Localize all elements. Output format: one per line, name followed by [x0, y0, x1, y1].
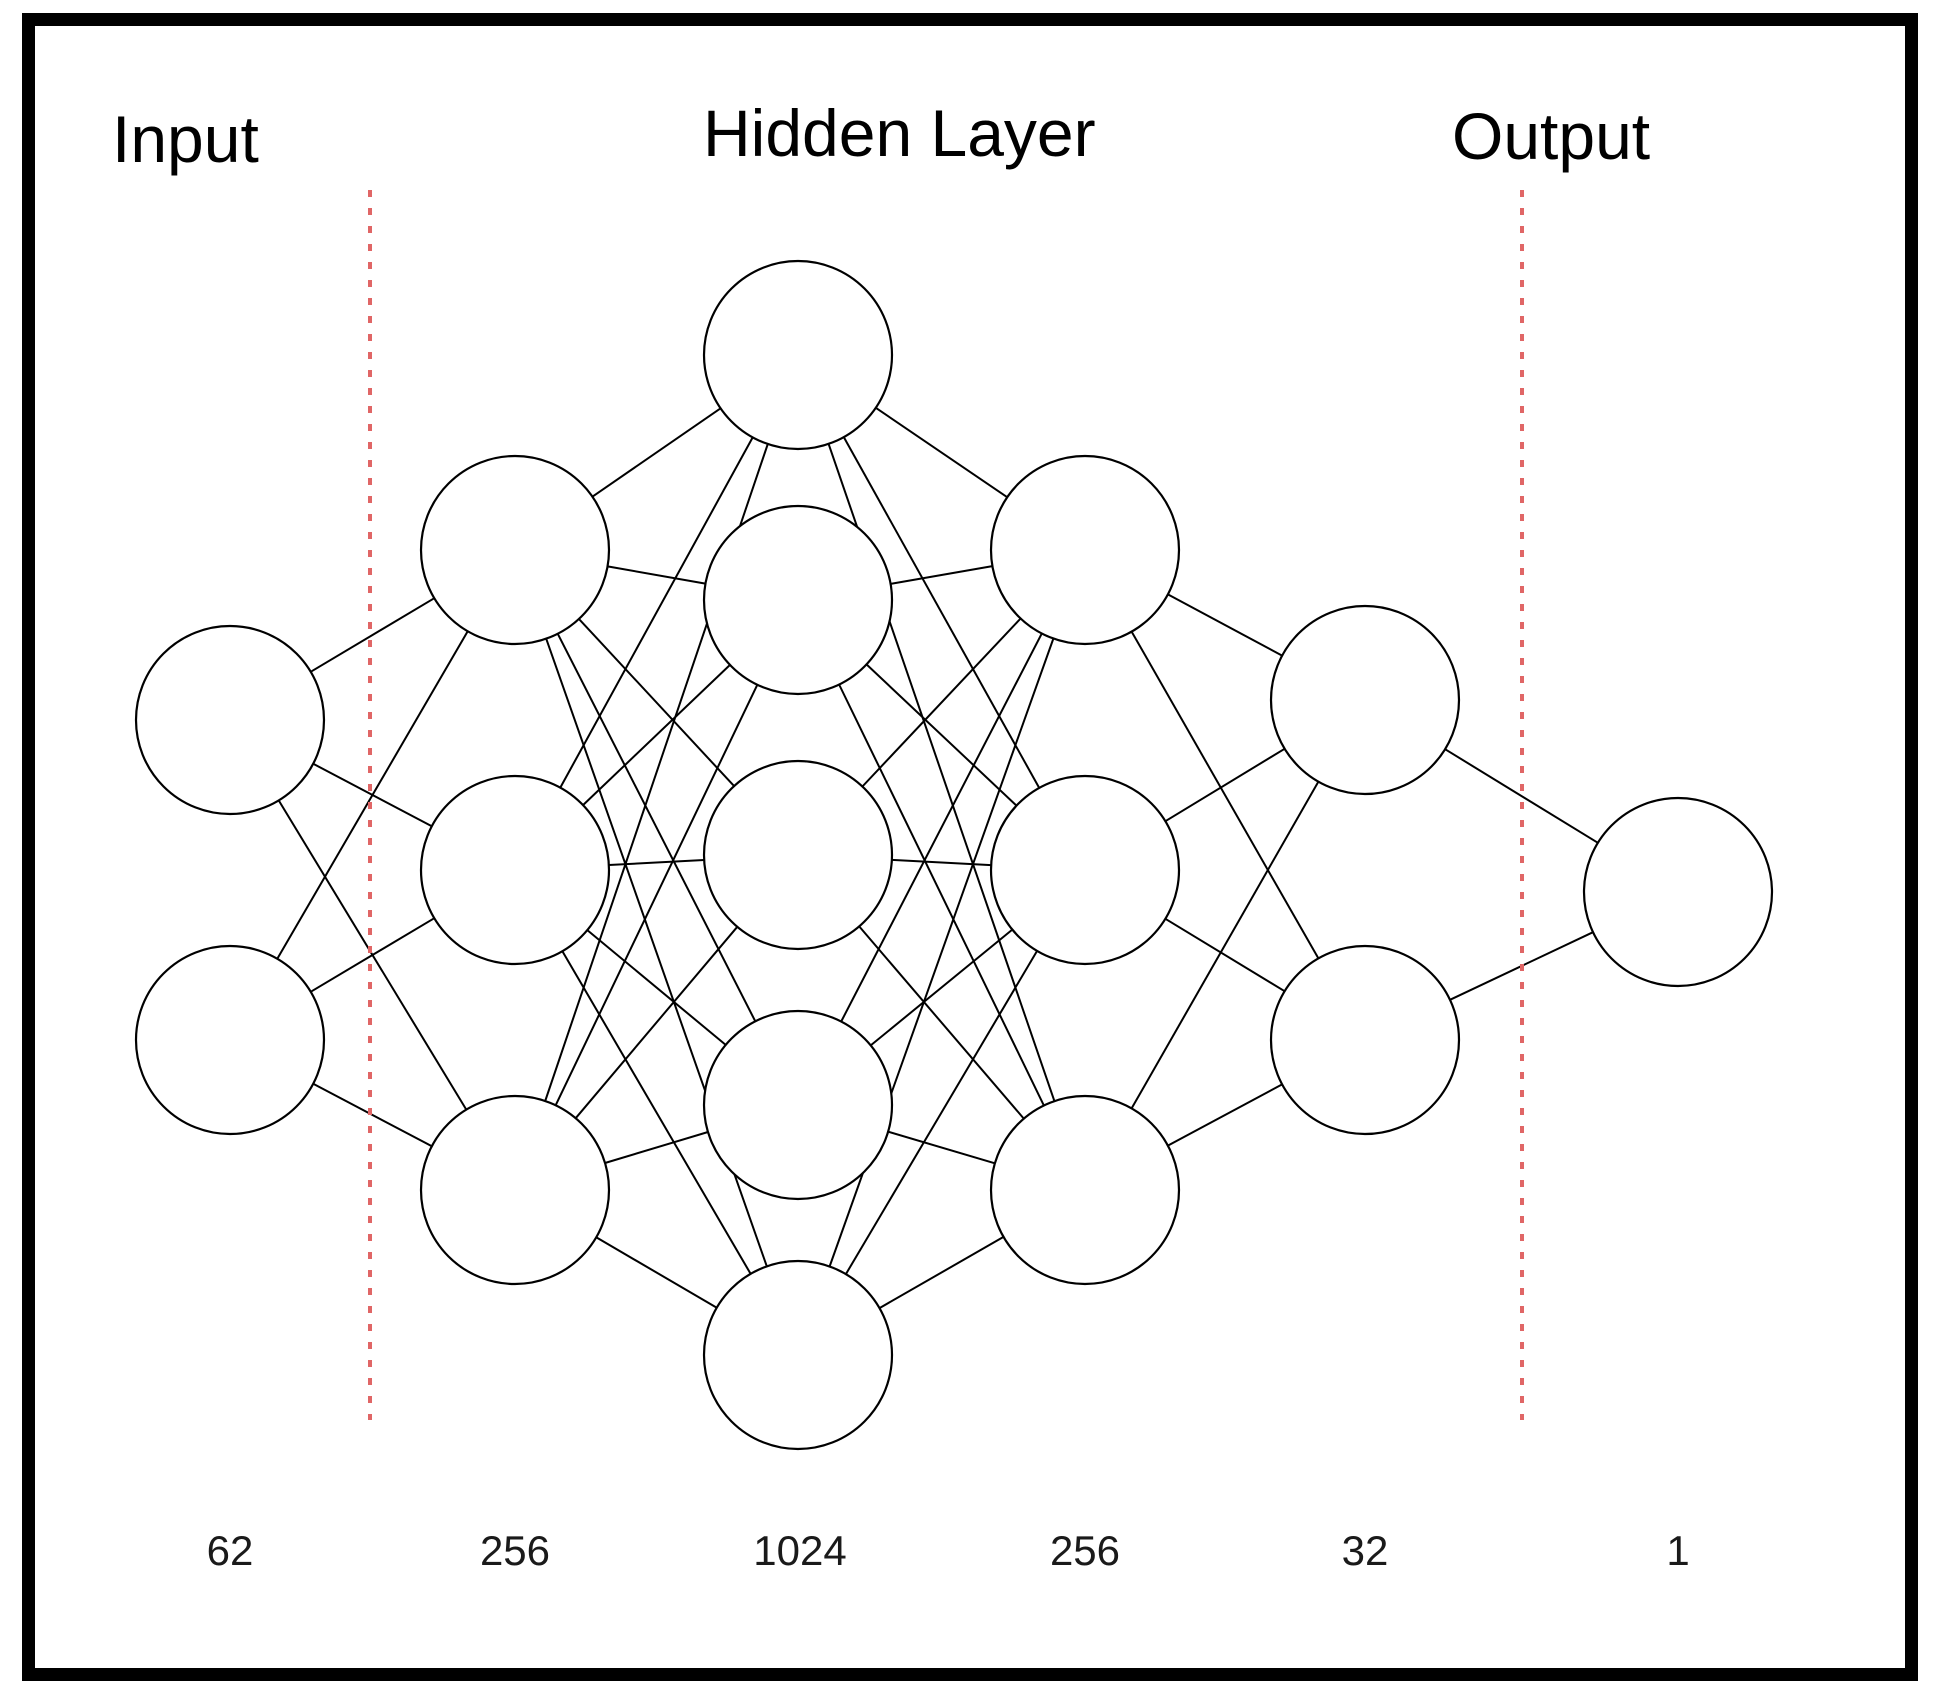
connection-edge [591, 407, 722, 498]
connection-edge [858, 925, 1025, 1120]
connection-edge [1167, 593, 1283, 657]
connection-edge [608, 859, 705, 866]
section-label-hidden-layer: Hidden Layer [703, 96, 1096, 170]
connection-edge [554, 684, 759, 1106]
connection-edge [559, 436, 754, 789]
connection-edge [1164, 917, 1286, 993]
connection-edge [875, 406, 1008, 499]
connection-edge [578, 618, 735, 787]
connection-edge [861, 617, 1022, 788]
connection-edge [845, 950, 1038, 1275]
connection-edge [556, 633, 757, 1022]
connection-edge [582, 664, 731, 806]
connection-edge [276, 630, 469, 960]
connection-edge [586, 929, 727, 1046]
neuron-node [419, 1094, 611, 1286]
neuron-node [702, 1009, 894, 1201]
connection-edge [604, 1131, 709, 1164]
connection-edge [842, 436, 1041, 789]
neuron-node [702, 1259, 894, 1451]
layer-size-label: 256 [479, 1527, 551, 1574]
connection-edge [840, 633, 1043, 1022]
layer-size-label: 1 [1666, 1527, 1690, 1574]
connection-edge [561, 950, 752, 1275]
connection-edge [595, 1236, 718, 1309]
connection-edge [1167, 1083, 1283, 1147]
connection-edge [879, 1236, 1004, 1309]
divider-group [368, 190, 1524, 1420]
connection-edge [865, 663, 1018, 807]
neuron-node [1582, 796, 1774, 988]
section-label-output: Output [1452, 99, 1651, 173]
layer-size-label: 1024 [753, 1527, 847, 1574]
connection-edge [574, 926, 739, 1119]
neuron-node [989, 454, 1181, 646]
neuron-node [702, 504, 894, 696]
connection-edge [607, 565, 706, 585]
connection-edge [277, 799, 468, 1111]
neuron-node [702, 759, 894, 951]
connection-edge [1130, 781, 1320, 1109]
connection-edge [870, 928, 1013, 1047]
layer-size-label: 32 [1341, 1527, 1389, 1574]
connection-edge [1164, 747, 1286, 823]
neuron-node [989, 774, 1181, 966]
node-group [134, 259, 1774, 1451]
neuron-node [702, 259, 894, 451]
connection-edge [1130, 631, 1320, 959]
section-label-input: Input [112, 102, 259, 176]
connection-edge [310, 597, 435, 673]
layer-size-label: 62 [206, 1527, 254, 1574]
neuron-node [419, 454, 611, 646]
neuron-node [134, 624, 326, 816]
connection-edge [1444, 748, 1599, 844]
connection-edge [887, 1130, 996, 1165]
connection-edge [891, 858, 992, 867]
connection-edge [312, 1082, 433, 1148]
neuron-node [1269, 944, 1461, 1136]
connection-edge [890, 565, 993, 585]
neuron-node [134, 944, 326, 1136]
neuron-node [419, 774, 611, 966]
edge-group [276, 406, 1599, 1309]
connection-edge [838, 684, 1045, 1106]
neuron-node [1269, 604, 1461, 796]
neuron-node [989, 1094, 1181, 1286]
layer-size-label: 256 [1049, 1527, 1121, 1574]
